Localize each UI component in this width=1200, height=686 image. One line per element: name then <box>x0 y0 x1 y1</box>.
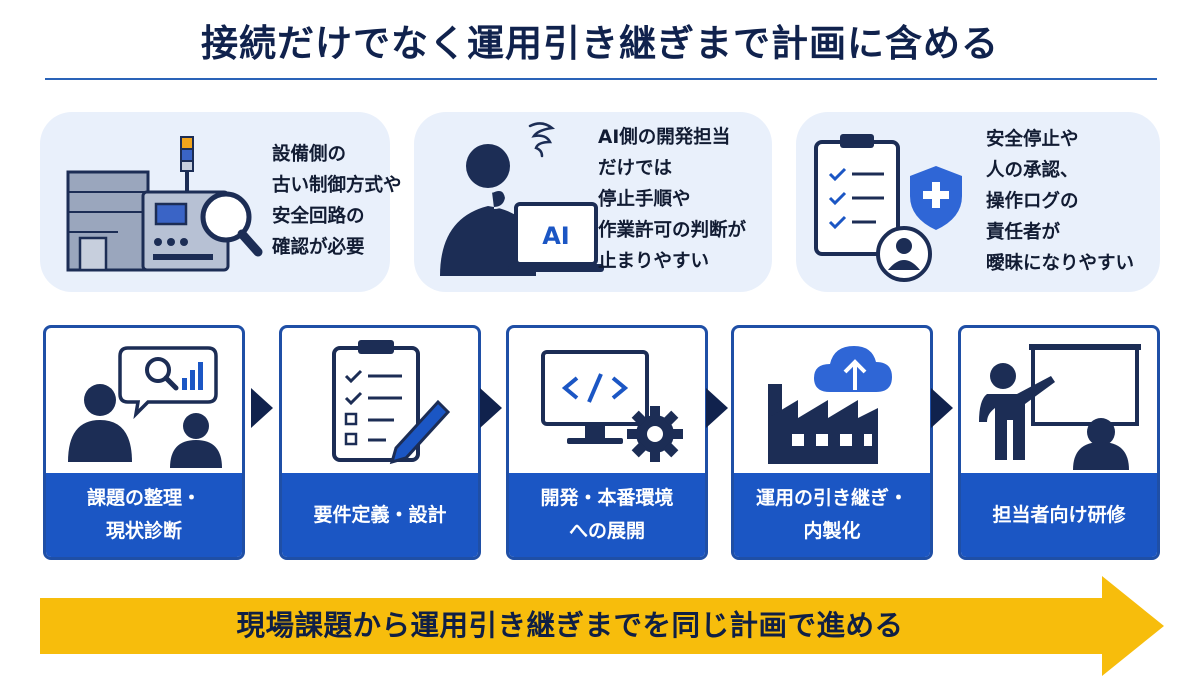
step-label-line: 現状診断 <box>105 520 182 542</box>
clipboard-pen-icon <box>332 340 451 465</box>
issue-card-responsibility: 安全停止や 人の承認、 操作ログの 責任者が 曖昧になりやすい <box>796 112 1160 292</box>
issue-text-line: 曖昧になりやすい <box>986 253 1135 274</box>
issue-text-line: 安全回路の <box>272 206 365 227</box>
step-label-line: 内製化 <box>803 520 861 542</box>
trainer-whiteboard-icon <box>979 344 1141 470</box>
issue-text-line: だけでは <box>598 158 673 179</box>
issue-text-line: 設備側の <box>272 144 347 165</box>
issue-text-line: 確認が必要 <box>272 237 365 258</box>
step-label: 開発・本番環境 への展開 <box>509 473 705 557</box>
people-analysis-icon <box>68 346 222 468</box>
arrow-right-icon <box>480 388 502 428</box>
arrow-right-icon <box>706 388 728 428</box>
step-label-line: 課題の整理・ <box>86 487 201 509</box>
factory-cloud-upload-icon <box>768 346 892 464</box>
process-step-training: 担当者向け研修 <box>958 325 1160 560</box>
issue-text-line: 安全停止や <box>986 129 1079 150</box>
step-label-line: 要件定義・設計 <box>313 503 447 526</box>
step-label-line: 運用の引き継ぎ・ <box>755 487 908 509</box>
step-label: 課題の整理・ 現状診断 <box>46 473 242 557</box>
process-step-diagnosis: 課題の整理・ 現状診断 <box>43 325 245 560</box>
step-label: 担当者向け研修 <box>961 473 1157 557</box>
issue-card-developer: AI AI側の開発担当 だけでは 停止手順や 作業許可の判断が 止まりやすい <box>414 112 772 292</box>
banner-text: 現場課題から運用引き継ぎまでを同じ計画で進める <box>236 609 904 642</box>
issue-text-line: AI側の開発担当 <box>598 127 731 148</box>
arrow-right-icon <box>931 388 953 428</box>
factory-magnifier-icon <box>66 136 263 272</box>
title-divider <box>45 78 1157 80</box>
developer-thinking-icon: AI <box>440 122 604 276</box>
issue-text-line: 操作ログの <box>986 191 1079 212</box>
page-title: 接続だけでなく運用引き継ぎまで計画に含める <box>201 22 999 65</box>
step-label-line: 担当者向け研修 <box>992 503 1126 526</box>
issue-text-line: 作業許可の判断が <box>598 220 747 241</box>
yellow-banner-arrow <box>40 576 1164 676</box>
issue-text-line: 古い制御方式や <box>272 175 402 196</box>
process-step-deployment: 開発・本番環境 への展開 <box>506 325 708 560</box>
issue-text-line: 責任者が <box>986 222 1061 243</box>
issue-card-equipment: 設備側の 古い制御方式や 安全回路の 確認が必要 <box>40 112 402 292</box>
issue-text-line: 停止手順や <box>598 189 691 210</box>
step-label: 運用の引き継ぎ・ 内製化 <box>734 473 930 557</box>
process-step-handover: 運用の引き継ぎ・ 内製化 <box>731 325 933 560</box>
step-label-line: への展開 <box>568 520 645 542</box>
issue-text-line: 止まりやすい <box>598 251 710 272</box>
issue-text-line: 人の承認、 <box>986 160 1079 181</box>
process-step-design: 要件定義・設計 <box>279 325 481 560</box>
monitor-code-gear-icon <box>541 350 683 462</box>
laptop-ai-label: AI <box>542 222 570 250</box>
checklist-shield-person-icon <box>814 134 962 282</box>
step-label: 要件定義・設計 <box>282 473 478 557</box>
step-label-line: 開発・本番環境 <box>540 487 674 509</box>
arrow-right-icon <box>251 388 273 428</box>
